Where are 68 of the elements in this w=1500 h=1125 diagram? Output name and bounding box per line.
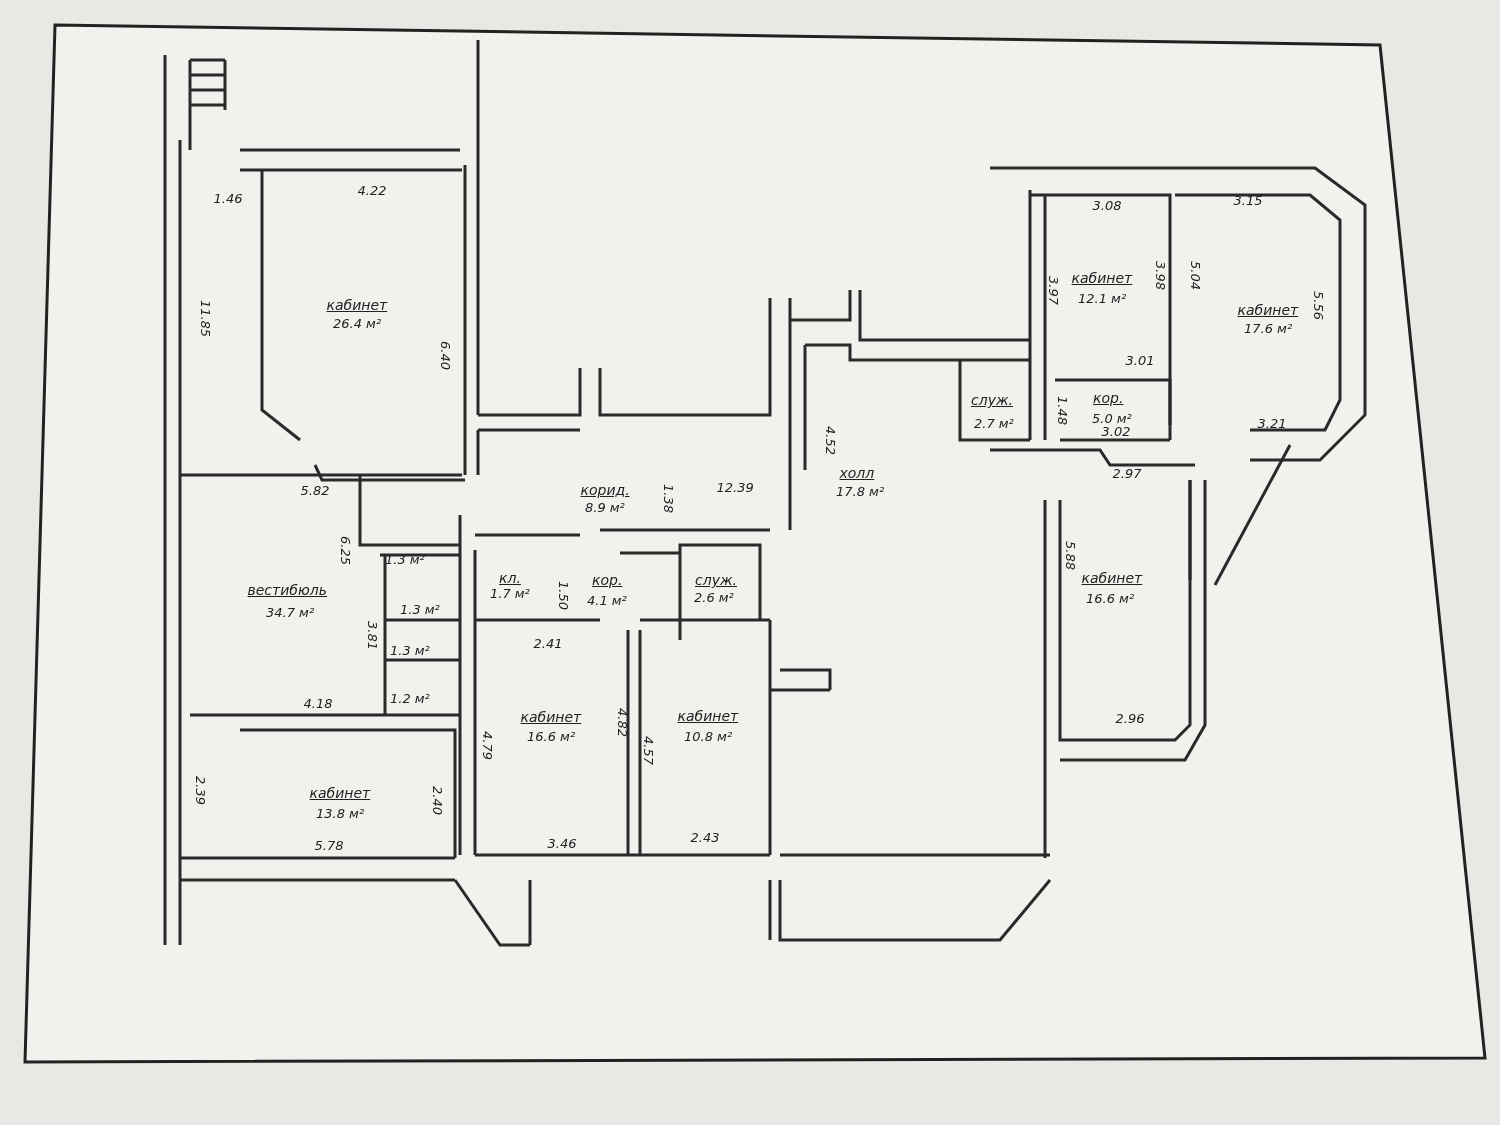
plan-label: 4.18 <box>303 696 333 710</box>
room-name: вестибюль <box>247 583 327 597</box>
plan-label: 1.50 <box>556 580 570 610</box>
room-name: кл. <box>499 571 521 585</box>
plan-label: 2.97 <box>1112 466 1142 480</box>
room-name: кабинет <box>520 710 582 724</box>
room-name: кабинет <box>1081 571 1143 585</box>
plan-label: 4.22 <box>357 183 387 197</box>
plan-label: 13.8 м² <box>316 806 365 820</box>
room-name: кабинет <box>677 709 739 723</box>
plan-label: 11.85 <box>198 299 212 337</box>
room-name: холл <box>839 466 875 480</box>
plan-label: 3.21 <box>1257 416 1287 430</box>
plan-label: 6.25 <box>338 535 352 565</box>
plan-label: 5.0 м² <box>1092 411 1132 425</box>
plan-label: 2.7 м² <box>974 416 1014 430</box>
plan-label: 1.38 <box>661 483 675 513</box>
plan-label: 3.81 <box>365 620 379 650</box>
plan-label: 5.56 <box>1311 290 1325 320</box>
plan-label: 1.46 <box>213 191 243 205</box>
plan-label: 2.6 м² <box>694 590 734 604</box>
plan-label: 6.40 <box>438 340 452 370</box>
room-name: служ. <box>971 393 1013 407</box>
plan-label: 1.7 м² <box>490 586 530 600</box>
plan-label: 2.39 <box>193 775 207 805</box>
plan-label: 12.39 <box>716 480 754 494</box>
plan-label: 16.6 м² <box>1086 591 1135 605</box>
plan-label: 4.82 <box>615 707 629 737</box>
plan-label: 17.8 м² <box>836 484 885 498</box>
plan-label: 3.01 <box>1125 353 1155 367</box>
room-name: кабинет <box>1071 271 1133 285</box>
plan-label: 2.41 <box>533 636 563 650</box>
plan-label: 3.08 <box>1092 198 1122 212</box>
plan-label: 4.52 <box>823 425 837 455</box>
plan-label: 1.3 м² <box>390 643 430 657</box>
room-name: кабинет <box>326 298 388 312</box>
plan-label: 12.1 м² <box>1078 291 1127 305</box>
plan-label: 2.96 <box>1115 711 1145 725</box>
plan-label: 3.15 <box>1233 193 1263 207</box>
plan-label: 4.57 <box>641 735 655 765</box>
plan-label: 5.82 <box>300 483 330 497</box>
plan-label: 2.40 <box>430 785 444 815</box>
plan-label: 4.1 м² <box>587 593 627 607</box>
room-name: кабинет <box>309 786 371 800</box>
plan-label: 1.3 м² <box>400 602 440 616</box>
plan-label: 1.2 м² <box>390 691 430 705</box>
plan-label: 8.9 м² <box>585 500 625 514</box>
plan-label: 16.6 м² <box>527 729 576 743</box>
plan-label: 34.7 м² <box>266 605 315 619</box>
plan-label: 5.78 <box>314 838 344 852</box>
room-name: кабинет <box>1237 303 1299 317</box>
room-name: корид. <box>580 483 630 497</box>
plan-label: 1.48 <box>1055 395 1069 425</box>
room-name: служ. <box>695 573 737 587</box>
room-name: кор. <box>592 573 623 587</box>
plan-label: 3.97 <box>1046 275 1060 305</box>
plan-label: 3.46 <box>547 836 577 850</box>
plan-label: 10.8 м² <box>684 729 733 743</box>
room-name: кор. <box>1093 391 1124 405</box>
plan-label: 17.6 м² <box>1244 321 1293 335</box>
plan-label: 3.02 <box>1101 424 1131 438</box>
plan-label: 5.04 <box>1188 260 1202 290</box>
plan-label: 26.4 м² <box>333 316 382 330</box>
plan-label: 2.43 <box>690 830 720 844</box>
plan-label: 5.88 <box>1063 540 1077 570</box>
plan-label: 4.79 <box>480 730 494 760</box>
plan-label: 3.98 <box>1153 260 1167 290</box>
plan-label: 1.3 м² <box>385 552 425 566</box>
